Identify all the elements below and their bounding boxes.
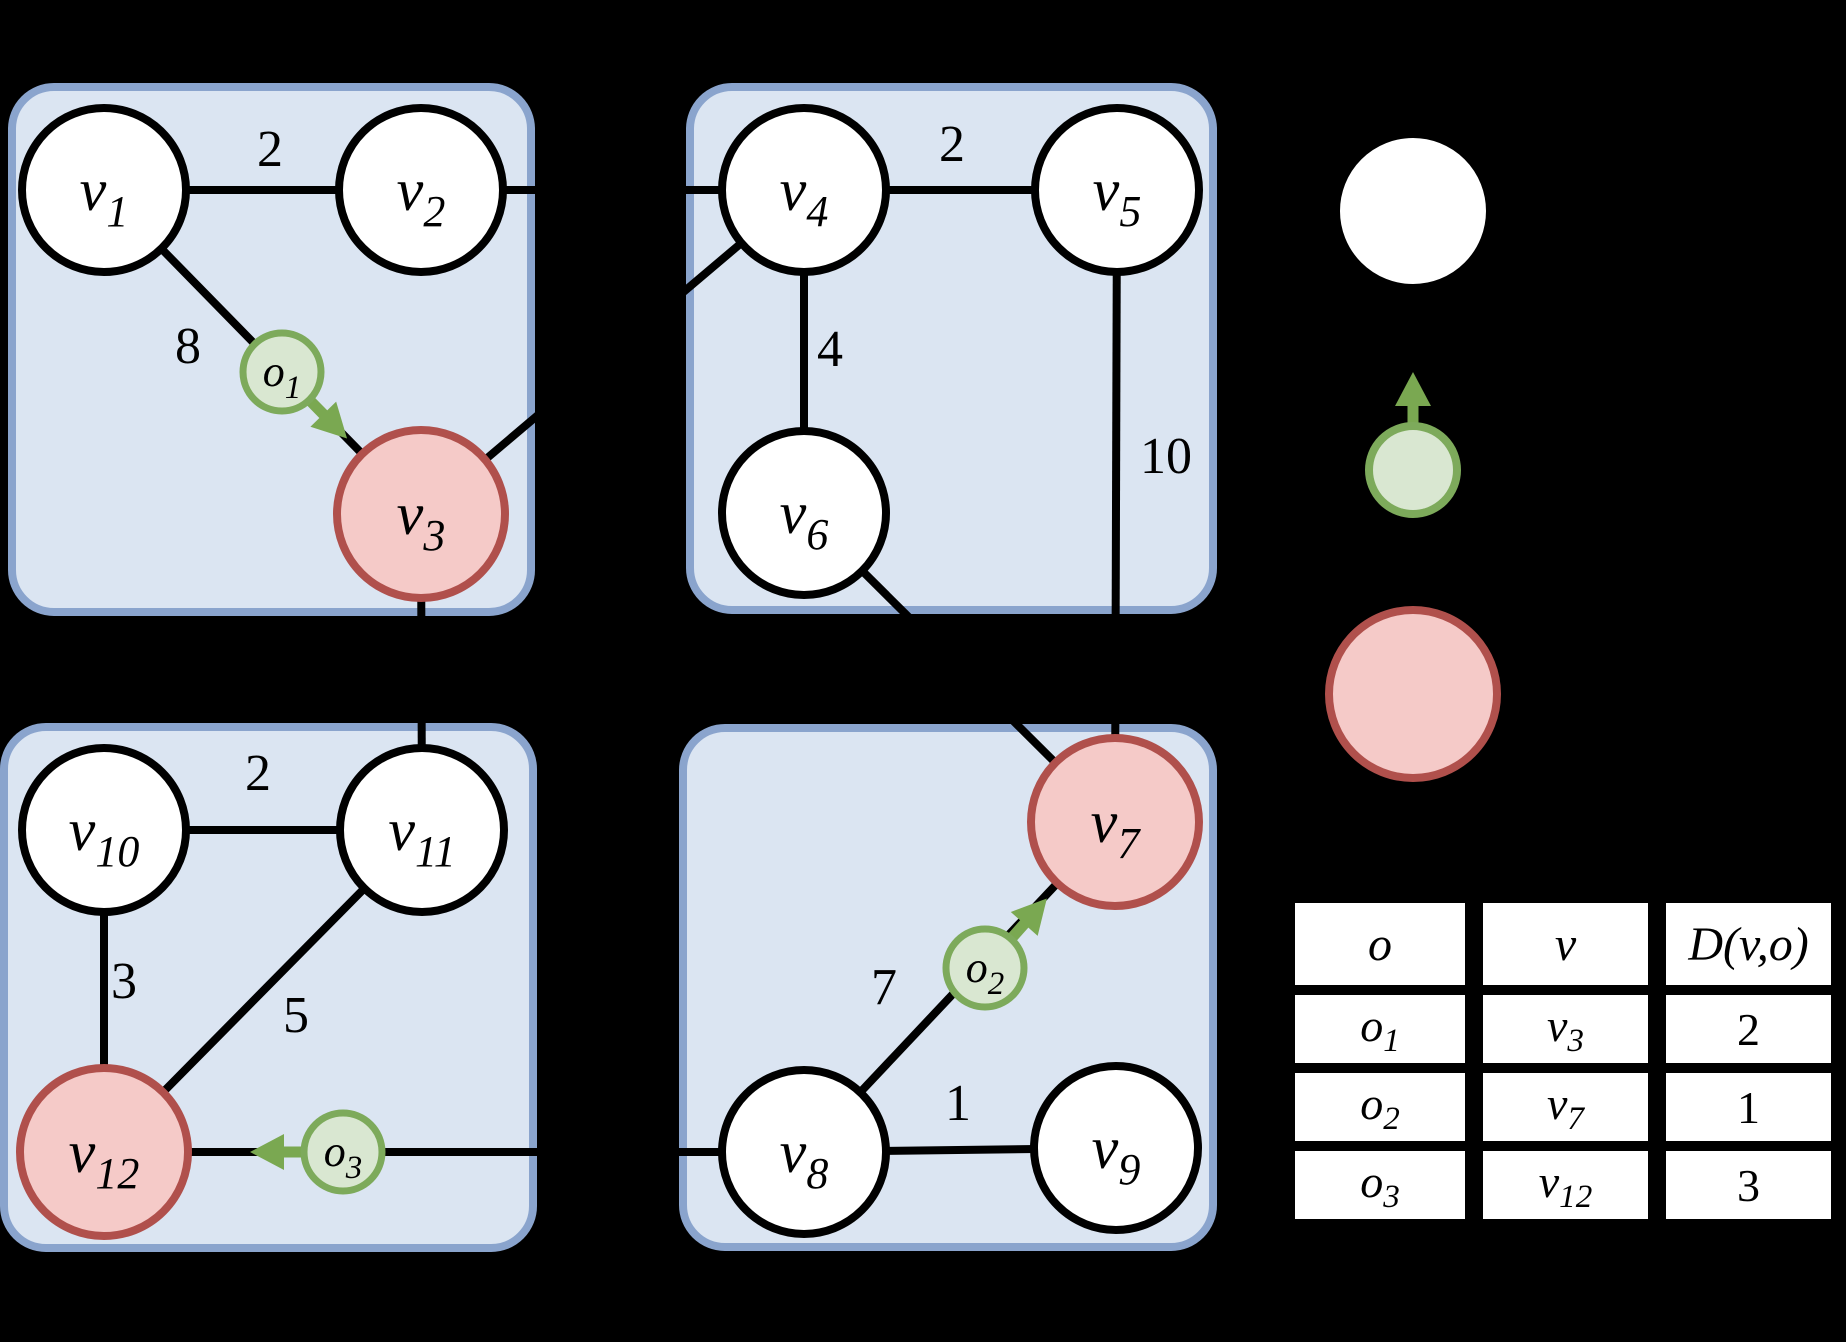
node-v12 xyxy=(16,1064,192,1240)
node-v10 xyxy=(18,744,190,916)
node-label-v1: v1 xyxy=(80,157,129,236)
edge-v5-v7 xyxy=(1111,189,1121,823)
node-label-v8: v8 xyxy=(780,1119,829,1198)
node-v9 xyxy=(1030,1062,1202,1234)
table-row: o1 v3 2 xyxy=(1286,990,1840,1068)
cell-distance: 1 xyxy=(1657,1068,1840,1146)
direction-arrow-icon-o3 xyxy=(250,1134,284,1170)
edge-weight-label-v11-v12: 5 xyxy=(283,987,309,1044)
object-label-o3: o3 xyxy=(324,1127,363,1186)
object-o1 xyxy=(239,329,325,415)
edge-weight-label-v10-v12: 3 xyxy=(111,953,137,1010)
object-o3 xyxy=(300,1109,386,1195)
edge-weight-label-v1-v3: 8 xyxy=(175,318,201,375)
edge-weight-label-v4-v6: 4 xyxy=(817,321,843,378)
direction-arrow-icon-o2 xyxy=(1010,898,1047,936)
node-v5 xyxy=(1031,104,1203,276)
legend-object-arrow-icon xyxy=(1395,372,1431,406)
node-label-v9: v9 xyxy=(1092,1115,1141,1194)
node-label-v2: v2 xyxy=(397,157,446,236)
object-label-o2: o2 xyxy=(966,943,1005,1002)
edge-weight-label-v8-v7: 7 xyxy=(871,959,897,1016)
node-v8 xyxy=(718,1066,890,1238)
edge-weight-label-v5-v7: 10 xyxy=(1140,428,1192,485)
node-label-v4: v4 xyxy=(780,157,829,236)
legend-result-symbol xyxy=(1325,606,1501,782)
col-header-o: o xyxy=(1286,898,1474,990)
direction-arrow-icon-o1 xyxy=(310,401,348,439)
node-label-v11: v11 xyxy=(388,797,455,876)
table-row: o3 v12 3 xyxy=(1286,1146,1840,1224)
node-label-v12: v12 xyxy=(69,1119,140,1198)
edge-weight-label-v1-v2: 2 xyxy=(257,121,283,178)
table-header-row: o v D(v,o) xyxy=(1286,898,1840,990)
node-v1 xyxy=(18,104,190,276)
node-label-v6: v6 xyxy=(780,480,829,559)
cell-vertex: v12 xyxy=(1474,1146,1657,1224)
node-label-v7: v7 xyxy=(1091,789,1142,868)
cell-object: o1 xyxy=(1286,990,1474,1068)
cell-object: o2 xyxy=(1286,1068,1474,1146)
edge-weight-label-v8-v9: 1 xyxy=(945,1075,971,1132)
node-v2 xyxy=(335,104,507,276)
node-label-v5: v5 xyxy=(1093,157,1142,236)
node-v4 xyxy=(718,104,890,276)
col-header-v: v xyxy=(1474,898,1657,990)
edge-weight-label-v4-v5: 2 xyxy=(939,116,965,173)
node-label-v10: v10 xyxy=(69,797,140,876)
node-v11 xyxy=(336,744,508,916)
legend-vertex-symbol xyxy=(1332,130,1494,292)
distance-table: o v D(v,o) o1 v3 2 o2 v7 1 o3 v12 3 xyxy=(1286,898,1840,1224)
cell-distance: 2 xyxy=(1657,990,1840,1068)
node-v3 xyxy=(333,426,509,602)
node-v7 xyxy=(1027,734,1203,910)
object-o2 xyxy=(942,925,1028,1011)
node-v6 xyxy=(718,427,890,599)
edge-weight-label-v10-v11: 2 xyxy=(245,745,271,802)
legend-object-symbol xyxy=(1365,422,1461,518)
col-header-distance: D(v,o) xyxy=(1657,898,1840,990)
cell-vertex: v7 xyxy=(1474,1068,1657,1146)
cell-object: o3 xyxy=(1286,1146,1474,1224)
node-label-v3: v3 xyxy=(397,481,446,560)
cell-vertex: v3 xyxy=(1474,990,1657,1068)
cell-distance: 3 xyxy=(1657,1146,1840,1224)
table-row: o2 v7 1 xyxy=(1286,1068,1840,1146)
object-label-o1: o1 xyxy=(263,347,302,406)
